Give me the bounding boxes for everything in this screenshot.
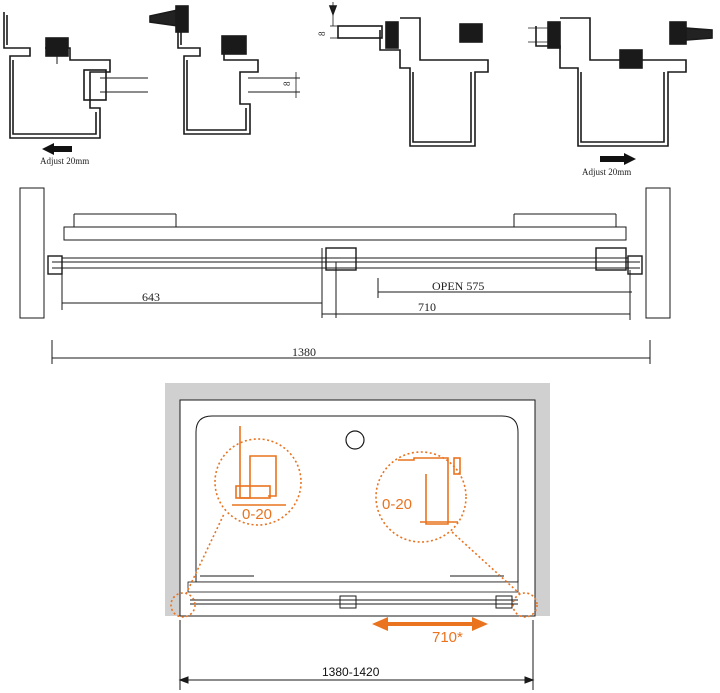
width-dimension [178, 620, 535, 690]
left-adjust-callout [170, 426, 302, 618]
profile-detail-2 [149, 5, 300, 135]
gap-b-label: 8 [282, 81, 292, 86]
right-adjust-callout [375, 451, 538, 618]
adjust-left-label: Adjust 20mm [40, 156, 89, 166]
plan-view [19, 187, 671, 364]
dim-710-label: 710 [418, 300, 436, 314]
left-adjust-label: 0-20 [242, 506, 272, 523]
opening-arrow [372, 617, 488, 631]
gap-a-label: 8 [317, 31, 327, 36]
dim-1380-label: 1380 [292, 345, 316, 359]
adjust-right-label: Adjust 20mm [582, 167, 631, 177]
profile-detail-4 [528, 17, 713, 147]
install-view [165, 383, 550, 617]
adjust-right-arrow [600, 153, 636, 165]
dim-643-label: 643 [142, 290, 160, 304]
opening-label: 710* [432, 629, 463, 646]
adjust-left-arrow [42, 143, 72, 155]
width-range-label: 1380-1420 [322, 665, 380, 679]
profile-detail-3 [328, 2, 489, 147]
dim-open-label: OPEN 575 [432, 279, 484, 293]
right-adjust-label: 0-20 [382, 496, 412, 513]
profile-detail-1 [3, 12, 148, 139]
